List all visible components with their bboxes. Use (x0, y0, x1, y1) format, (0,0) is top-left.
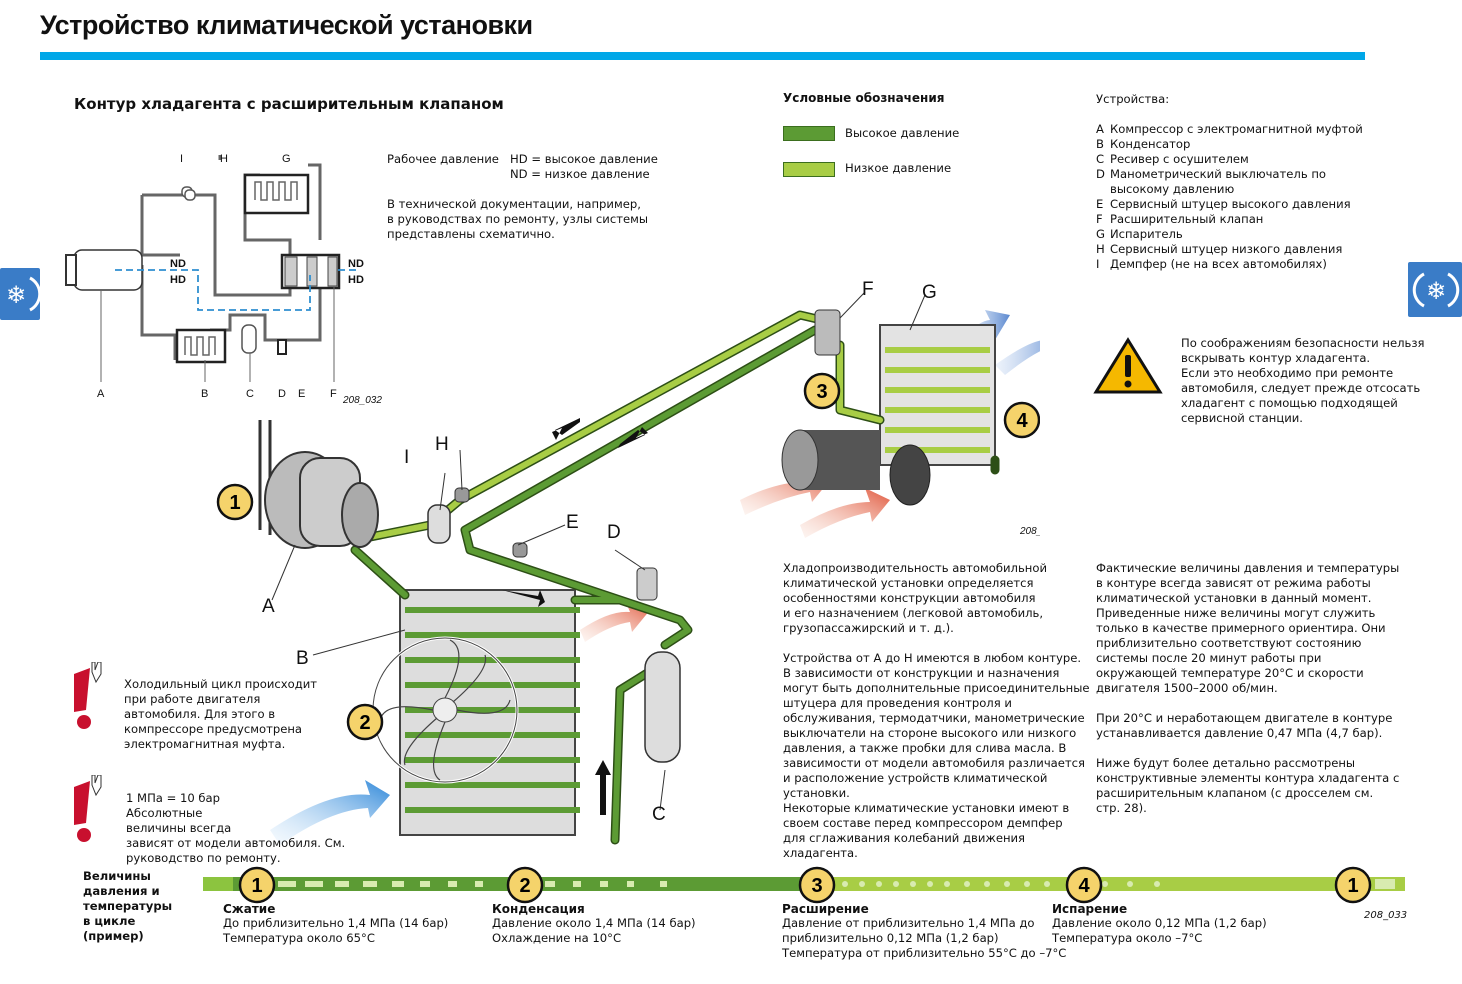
schematic-note: В технической документации, например, в … (387, 197, 648, 241)
nd-label: ND (170, 258, 186, 270)
stage-badge: 2 (359, 712, 370, 734)
label-I: I (404, 447, 409, 468)
flow-arrow (618, 427, 648, 448)
stage-badge: 1 (251, 875, 262, 897)
stage-condensation: Конденсация Давление около 1,4 МПа (14 б… (492, 902, 696, 945)
stage-badge: 1 (229, 492, 240, 514)
condenser (371, 589, 580, 836)
label-F: F (330, 388, 337, 400)
airflow-arrow (270, 780, 390, 845)
stage-compression: Сжатие До приблизительно 1,4 МПа (14 бар… (223, 902, 449, 945)
legend-title: Условные обозначения (783, 91, 945, 105)
pressure-switch (636, 567, 658, 601)
flow-arrow (595, 760, 611, 815)
airflow-arrow (800, 488, 890, 538)
airflow-arrow (995, 328, 1040, 375)
label-G: G (282, 153, 291, 165)
cycle-label: Величины давления и температуры в цикле … (83, 869, 173, 943)
label-D: D (607, 522, 621, 543)
label-F: F (862, 279, 874, 300)
note-units: 1 МПа = 10 бар Абсолютные величины всегд… (126, 791, 346, 865)
stage-badge: 2 (519, 875, 530, 897)
label-B: B (201, 388, 208, 400)
capacity-text: Хладопроизводительность автомобильной кл… (783, 561, 1090, 860)
svg-text:❄: ❄ (6, 281, 26, 309)
nd-label: ND (348, 258, 364, 270)
stage-expansion: Расширение Давление от приблизительно 1,… (782, 902, 1067, 960)
warning-text: По соображениям безопасности нельзя вскр… (1181, 336, 1425, 425)
note-clutch: Холодильный цикл происходит при работе д… (124, 677, 318, 751)
label-B: B (296, 648, 309, 669)
label-H: H (435, 434, 449, 455)
high-pressure-service-port (512, 542, 528, 558)
legend-swatch-high (783, 126, 835, 141)
devices-title: Устройства: (1096, 92, 1170, 106)
flow-arrow (502, 590, 545, 607)
label-C: C (246, 388, 254, 400)
stage-badge: 4 (1078, 875, 1090, 897)
hd-definition: HD = высокое давление (510, 152, 658, 166)
label-H: H (220, 153, 228, 165)
section-title: Контур хладагента с расширительным клапа… (74, 95, 504, 113)
airflow-arrow (580, 600, 650, 642)
stage-badge: 3 (816, 381, 827, 403)
hd-label: HD (348, 274, 364, 286)
expansion-valve (814, 309, 841, 356)
page-title: Устройство климатической установки (40, 10, 533, 40)
label-A: A (97, 388, 105, 400)
figure-number: 208_031 (1019, 526, 1040, 537)
label-C: C (652, 804, 666, 825)
receiver-drier (644, 651, 681, 763)
label-G: G (922, 282, 937, 303)
exclamation-mascot-icon (74, 662, 102, 729)
figure-number: 208_032 (342, 395, 382, 406)
svg-text:❄: ❄ (1426, 277, 1446, 305)
flow-arrow (552, 418, 580, 440)
label-D: D (278, 388, 286, 400)
high-pressure-pipe (352, 327, 818, 843)
values-text: Фактические величины давления и температ… (1096, 561, 1400, 815)
label-E: E (566, 512, 579, 533)
stage-badge: 1 (1347, 875, 1358, 897)
label-I: I (180, 153, 183, 165)
airflow-arrow (740, 468, 830, 515)
evaporator (879, 324, 996, 466)
label-E: E (298, 388, 305, 400)
climate-snowflake-icon: ❄ (0, 268, 42, 320)
nd-definition: ND = низкое давление (510, 167, 650, 181)
header-stripe (40, 52, 1365, 60)
hd-label: HD (170, 274, 186, 286)
ac-system-illustration: A B C D E F G H I 208_031 1 2 3 4 (216, 279, 1040, 845)
low-pressure-pipe (837, 342, 883, 423)
low-pressure-service-port (454, 487, 470, 503)
stage-badge: 3 (811, 875, 822, 897)
refrigerant-schematic: I H G A B C D E F ND HD ND HD 208_032 (65, 153, 382, 406)
stage-evaporation: Испарение Давление около 0,12 МПа (1,2 б… (1052, 902, 1267, 945)
legend-label-high: Высокое давление (845, 126, 960, 140)
blower-motor (781, 429, 931, 506)
damper (427, 504, 451, 544)
figure-number: 208_033 (1364, 910, 1408, 921)
compressor (258, 420, 379, 549)
climate-snowflake-icon: ❄ (1408, 262, 1462, 317)
stage-badge: 4 (1016, 410, 1028, 432)
label-A: A (262, 596, 275, 617)
warning-triangle-icon (1093, 337, 1163, 394)
exclamation-mascot-icon (74, 775, 102, 842)
legend-label-low: Низкое давление (845, 161, 952, 175)
legend-swatch-low (783, 162, 835, 177)
cycle-timeline: 1 2 3 4 1 (203, 866, 1405, 904)
pressure-label: Рабочее давление (387, 152, 499, 166)
